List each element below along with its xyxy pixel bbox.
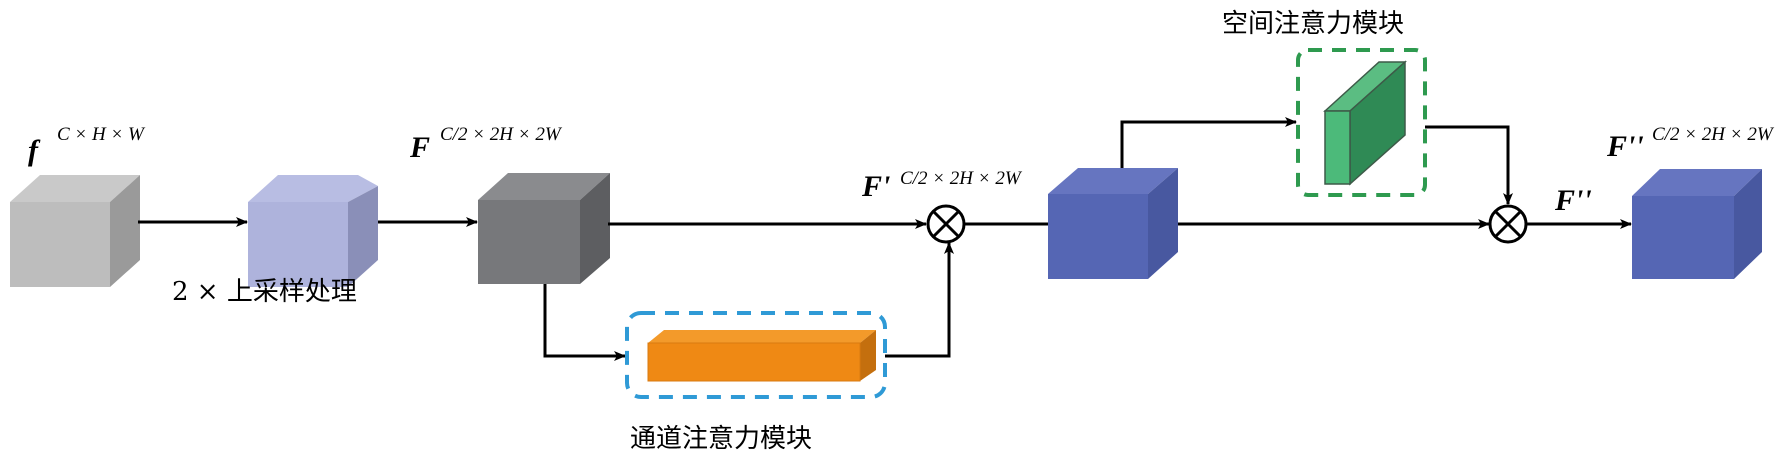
- arrow-spatial-attention-to-multiply-2: [1425, 125, 1513, 205]
- arrow-F-to-channel-attention: [543, 284, 626, 361]
- upsample-caption: 2 × 上采样处理: [172, 277, 357, 307]
- edge-label-F-double-prime: F'': [1554, 184, 1592, 217]
- channel-attention-frame: [625, 311, 887, 399]
- channel-attention-caption: 通道注意力模块: [630, 424, 812, 454]
- F-feature-cube: [478, 173, 610, 284]
- arrow-Fprime-to-spatial-attention: [1120, 117, 1297, 168]
- spatial-attention-module: [1296, 48, 1427, 197]
- arrow-channel-attention-to-multiply-1: [885, 242, 954, 358]
- Fprime-label-main: F': [861, 170, 890, 203]
- Fprime-feature-cube: [1048, 168, 1178, 279]
- input-feature-cube: [10, 175, 140, 287]
- F-label-dims: C/2 × 2H × 2W: [440, 124, 563, 145]
- output-label-main: F'': [1606, 130, 1644, 163]
- input-label-dims: C × H × W: [57, 124, 146, 145]
- output-label-dims: C/2 × 2H × 2W: [1652, 124, 1775, 145]
- channel-attention-module: [625, 311, 887, 399]
- multiply-operator-2: [1488, 204, 1528, 244]
- Fprime-label-dims: C/2 × 2H × 2W: [900, 168, 1023, 189]
- spatial-attention-frame: [1296, 48, 1427, 197]
- upsample-cube: [248, 175, 378, 287]
- spatial-attention-caption: 空间注意力模块: [1222, 9, 1404, 39]
- channel-attention-bar: [647, 330, 876, 382]
- F-label-main: F: [409, 131, 430, 164]
- multiply-operator-1: [926, 204, 966, 244]
- input-label-main: f: [28, 134, 41, 167]
- spatial-attention-slab: [1323, 60, 1407, 186]
- output-feature-cube: [1632, 169, 1762, 279]
